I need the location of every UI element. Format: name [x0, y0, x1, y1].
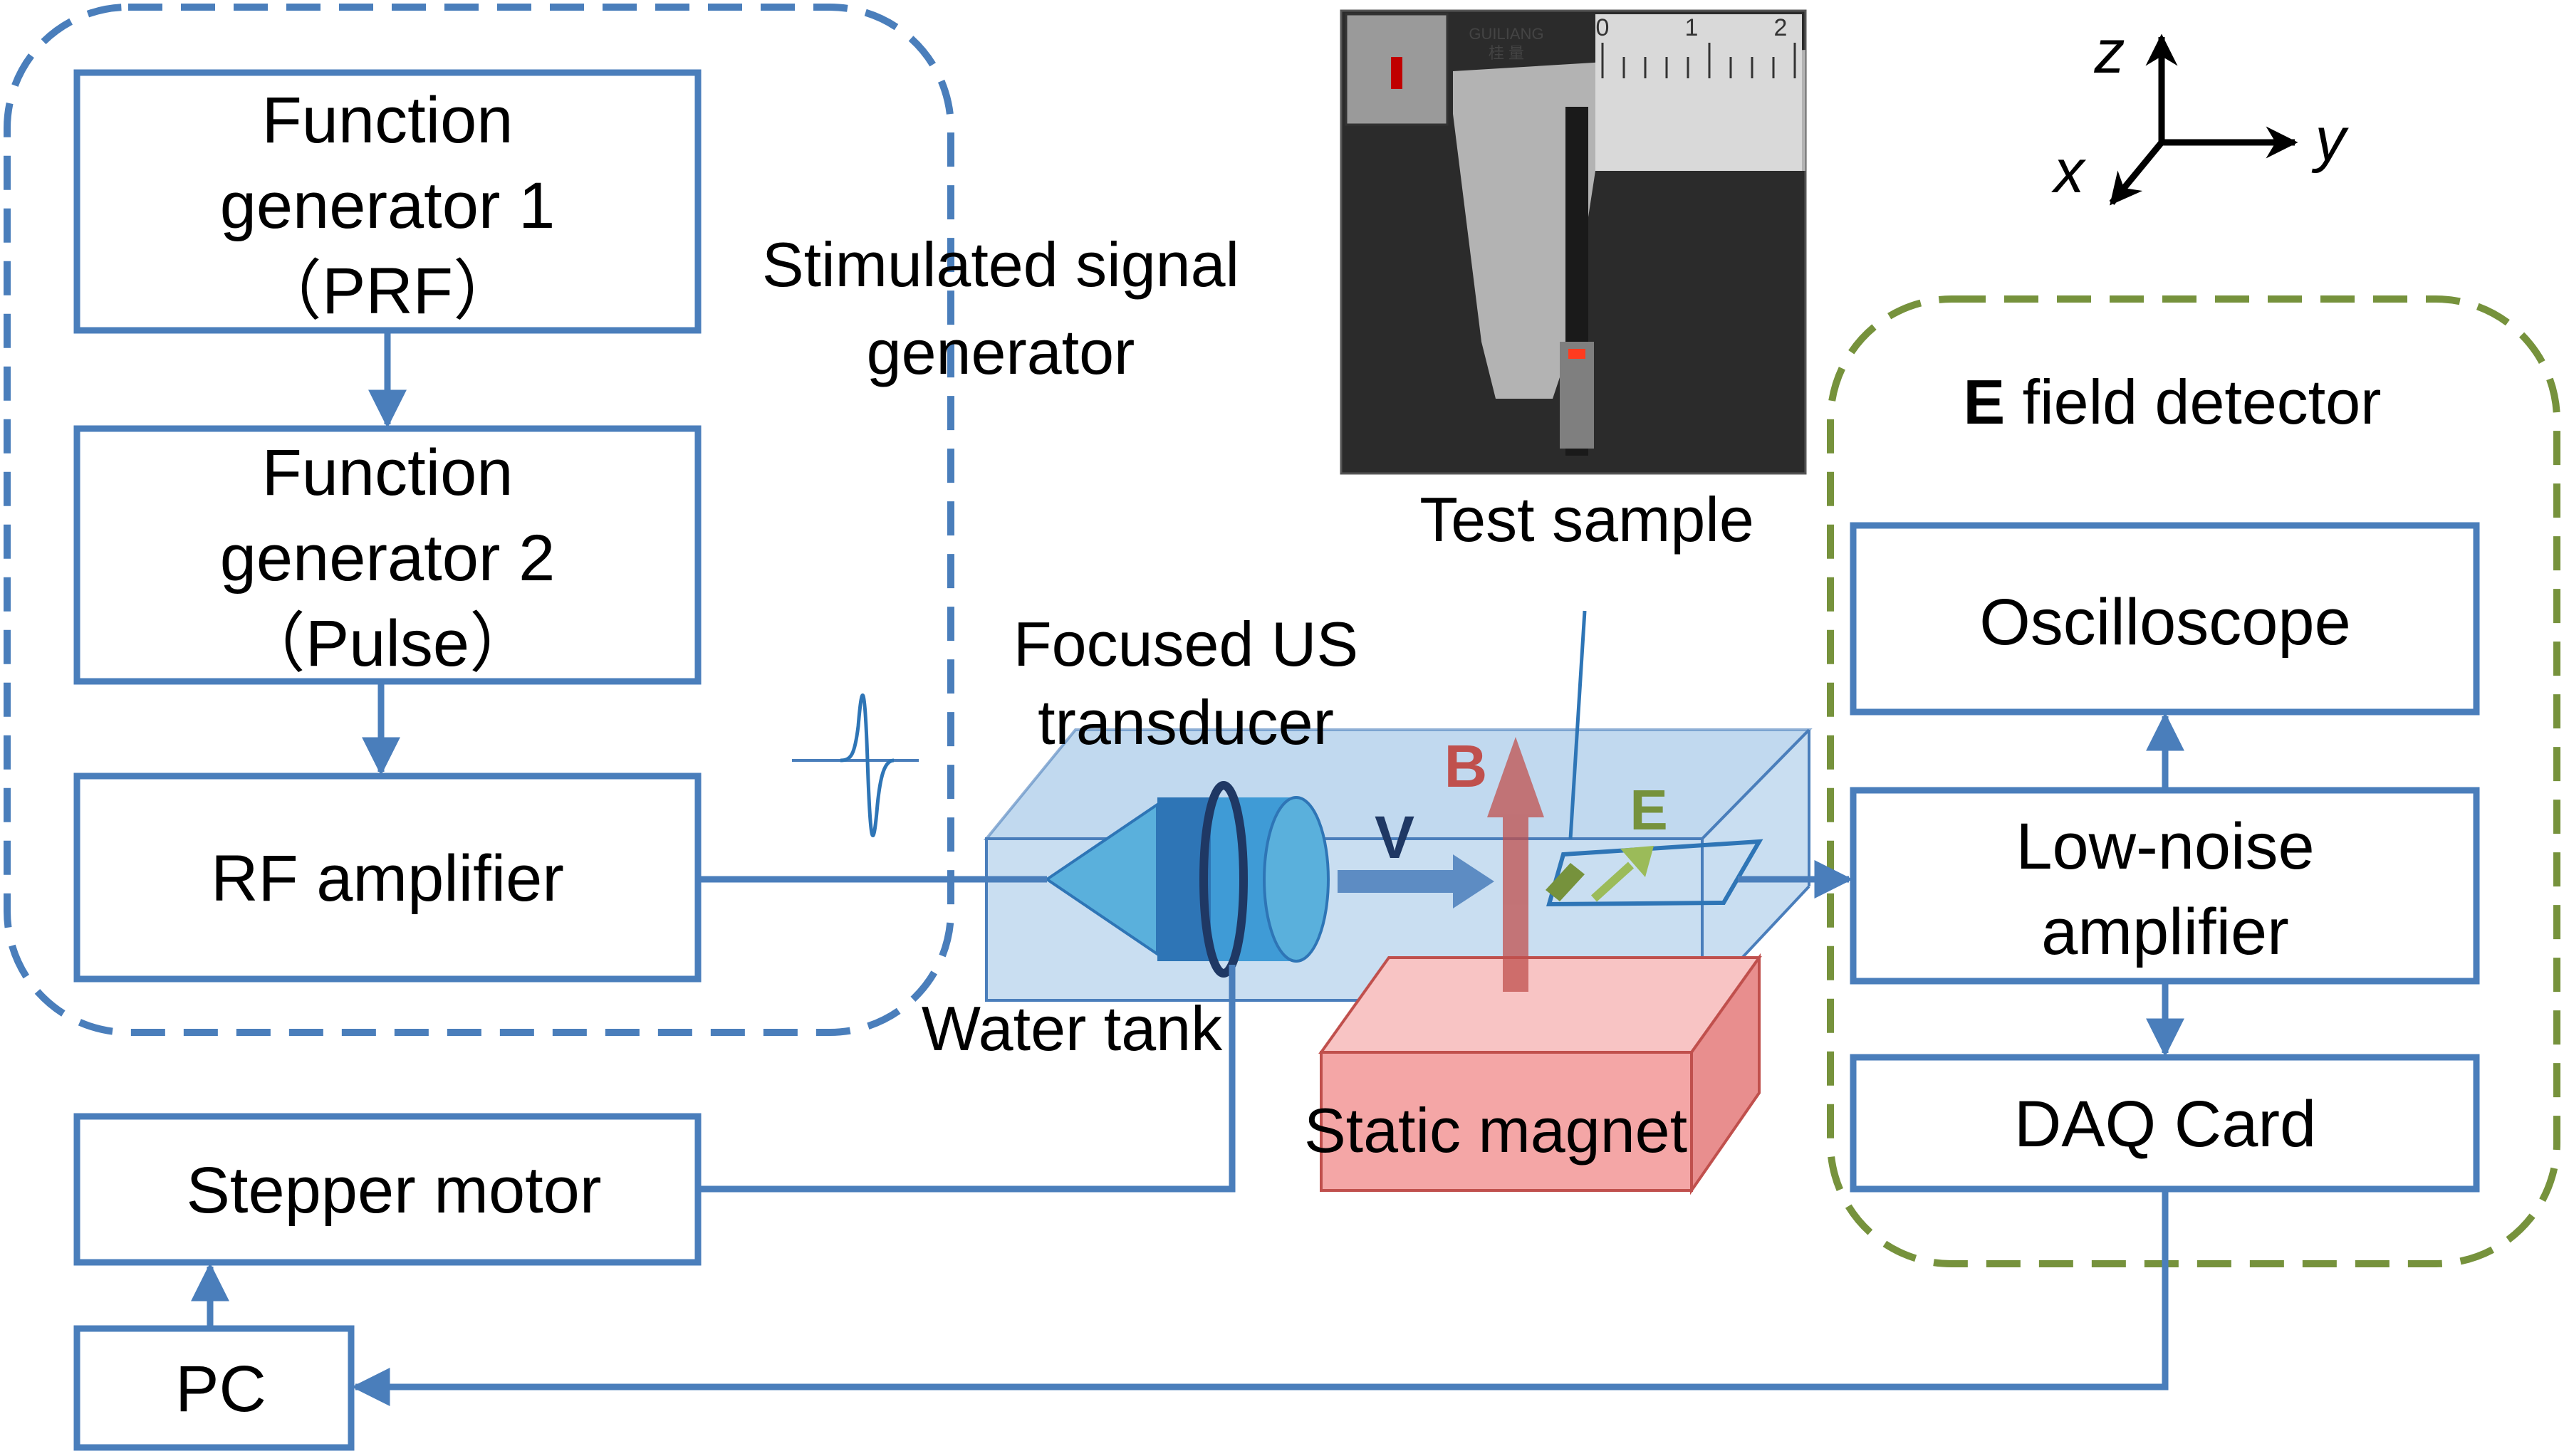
function-generator-1-box: Function generator 1 （PRF）	[73, 69, 702, 334]
lna-line1: Low-noise	[2016, 810, 2314, 883]
e-label: E	[1630, 778, 1667, 842]
fg2-line1: Function	[262, 436, 514, 509]
daq-card-label: DAQ Card	[2014, 1088, 2316, 1161]
v-label: V	[1375, 804, 1414, 871]
static-magnet-label: Static magnet	[1304, 1095, 1687, 1166]
test-sample-in-tank	[1546, 839, 1763, 907]
pc-label: PC	[175, 1353, 266, 1425]
axis-x-label: x	[2051, 137, 2087, 206]
test-sample-label: Test sample	[1419, 484, 1754, 555]
fg1-line1: Function	[262, 84, 514, 157]
rf-amplifier-label: RF amplifier	[211, 842, 564, 915]
transducer-label-line2: transducer	[1038, 687, 1334, 758]
photo-scale-2: 2	[1774, 14, 1788, 41]
fg2-line2: generator 2	[220, 522, 556, 595]
photo-scale-1: 1	[1685, 14, 1699, 41]
sample-piece	[1546, 863, 1585, 901]
daq-card-box: DAQ Card	[1850, 1054, 2480, 1193]
b-field-arrow	[1487, 737, 1544, 992]
signal-group-label-line2: generator	[867, 317, 1135, 387]
detector-group-label: E field detector	[1963, 367, 2381, 437]
lna-line2: amplifier	[2041, 896, 2289, 968]
rf-amplifier-box: RF amplifier	[73, 772, 702, 983]
low-noise-amplifier-box: Low-noise amplifier	[1850, 787, 2480, 985]
oscilloscope-box: Oscilloscope	[1850, 522, 2480, 716]
photo-brand-line2: 桂 量	[1489, 44, 1524, 62]
stepper-motor-box: Stepper motor	[73, 1113, 702, 1266]
photo-scale-0: 0	[1596, 14, 1610, 41]
test-sample-photo: 0 1 2 GUILIANG 桂 量	[1340, 9, 1807, 475]
velocity-arrow	[1338, 854, 1494, 908]
axis-z-label: z	[2094, 18, 2125, 86]
function-generator-2-box: Function generator 2 （Pulse）	[73, 425, 702, 685]
axis-y-label: y	[2312, 105, 2350, 174]
signal-group-label-line1: Stimulated signal	[762, 229, 1239, 300]
fg2-line3: （Pulse）	[240, 607, 535, 680]
fg1-line3: （PRF）	[256, 255, 518, 328]
photo-brand-line1: GUILIANG	[1469, 25, 1543, 43]
e-field-detector-group	[1827, 295, 2560, 1267]
e-field-arrow	[1590, 861, 1635, 902]
focused-us-transducer	[1044, 781, 1330, 978]
fg1-line2: generator 1	[220, 169, 556, 242]
water-tank-label: Water tank	[922, 993, 1223, 1064]
static-magnet	[1318, 953, 1762, 1195]
b-label: B	[1444, 733, 1488, 800]
transducer-label-line1: Focused US	[1013, 609, 1358, 679]
test-sample-pointer	[1568, 610, 1587, 839]
daq-to-pc-line	[351, 1189, 2169, 1406]
pulse-waveform-icon	[792, 693, 919, 838]
oscilloscope-label: Oscilloscope	[1979, 586, 2351, 659]
signal-generator-group	[4, 4, 954, 1036]
e-field-arrowhead	[1620, 846, 1654, 877]
pc-box: PC	[73, 1325, 355, 1451]
coordinate-axes	[2109, 33, 2298, 206]
stepper-to-transducer-line	[698, 965, 1236, 1193]
stepper-motor-label: Stepper motor	[187, 1154, 602, 1227]
